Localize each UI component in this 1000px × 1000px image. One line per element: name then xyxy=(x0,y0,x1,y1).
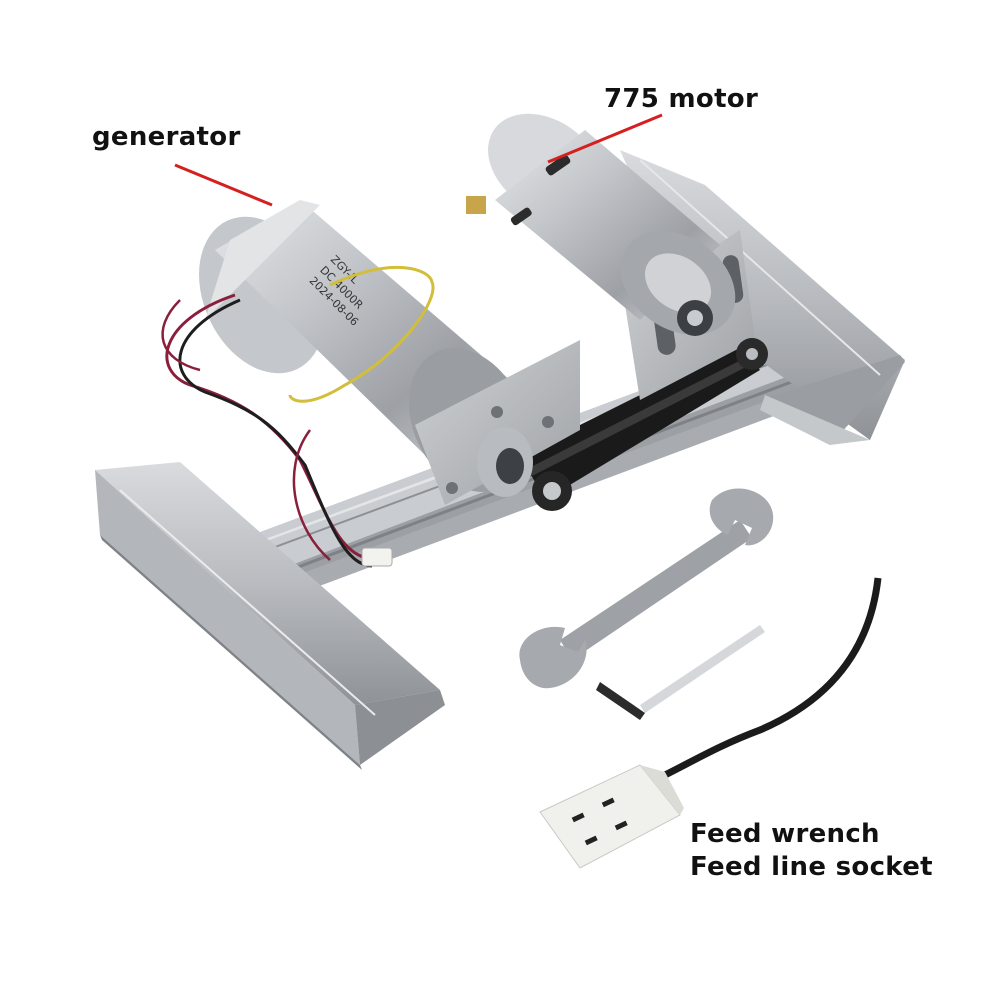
motor-label: 775 motor xyxy=(604,84,759,114)
feed-wrench-label: Feed wrench xyxy=(690,819,880,849)
hex-key xyxy=(596,625,765,720)
generator-label: generator xyxy=(92,122,241,152)
generator-callout-line xyxy=(174,163,273,207)
generator: ZGY-IL DC 4000R 2024-08-06 xyxy=(199,200,580,511)
generator-wires xyxy=(161,293,393,568)
wrench xyxy=(519,488,774,689)
feed-labels: Feed wrench Feed line socket xyxy=(690,818,933,884)
motor-callout-line xyxy=(547,113,663,164)
feed-line-socket xyxy=(539,577,882,869)
775-motor xyxy=(466,113,768,400)
left-angle-bracket xyxy=(95,462,445,770)
timing-belt xyxy=(520,345,760,500)
feed-line-socket-label: Feed line socket xyxy=(690,852,933,882)
